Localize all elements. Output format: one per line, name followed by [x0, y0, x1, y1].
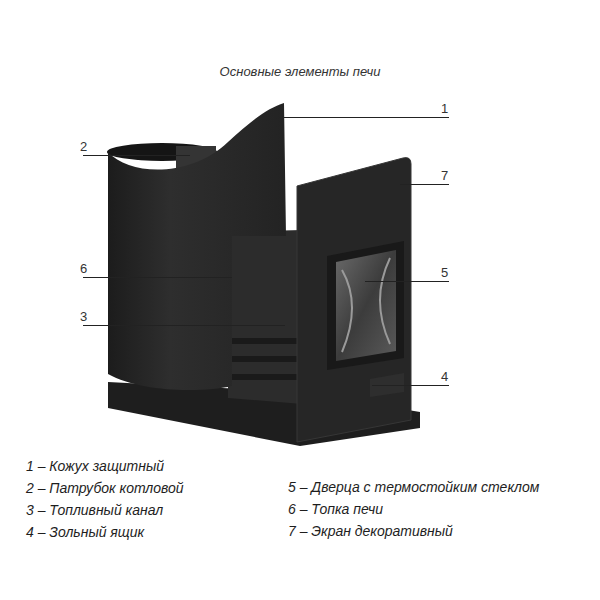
callout-number: 3 — [80, 309, 87, 324]
part-name: 1 – Кожух защитный — [26, 457, 164, 475]
part-name: 4 – Зольный ящик — [26, 523, 144, 541]
callout-number: 7 — [441, 168, 448, 183]
door-frame — [327, 241, 404, 370]
leader-line — [372, 385, 449, 386]
leader-line — [365, 281, 449, 282]
part-name: 6 – Топка печи — [288, 500, 383, 518]
leader-line — [400, 184, 449, 185]
firebox-slat — [228, 338, 302, 344]
part-name: 7 – Экран декоративный — [288, 522, 453, 540]
callout-number: 2 — [80, 139, 87, 154]
decorative-screen — [297, 158, 411, 442]
part-name: 2 – Патрубок котловой — [26, 479, 184, 497]
callout-number: 4 — [441, 369, 448, 384]
firebox-slat — [228, 374, 302, 380]
glass-reflection — [342, 270, 352, 352]
leader-lines — [83, 118, 449, 386]
firebox — [228, 230, 302, 404]
part-name: 3 – Топливный канал — [26, 501, 163, 519]
callout-number: 6 — [80, 261, 87, 276]
protective-shield — [108, 103, 286, 390]
firebox-slat — [228, 356, 302, 362]
leader-line — [83, 155, 190, 156]
diagram-title: Основные элементы печи — [220, 64, 381, 79]
leader-line — [83, 277, 232, 278]
glass-reflection — [380, 258, 390, 344]
leader-line — [83, 325, 285, 326]
leader-line — [280, 117, 449, 118]
callout-number: 5 — [441, 265, 448, 280]
part-name: 5 – Дверца с термостойким стеклом — [288, 478, 539, 496]
door-glass — [336, 250, 396, 361]
callout-number: 1 — [441, 101, 448, 116]
